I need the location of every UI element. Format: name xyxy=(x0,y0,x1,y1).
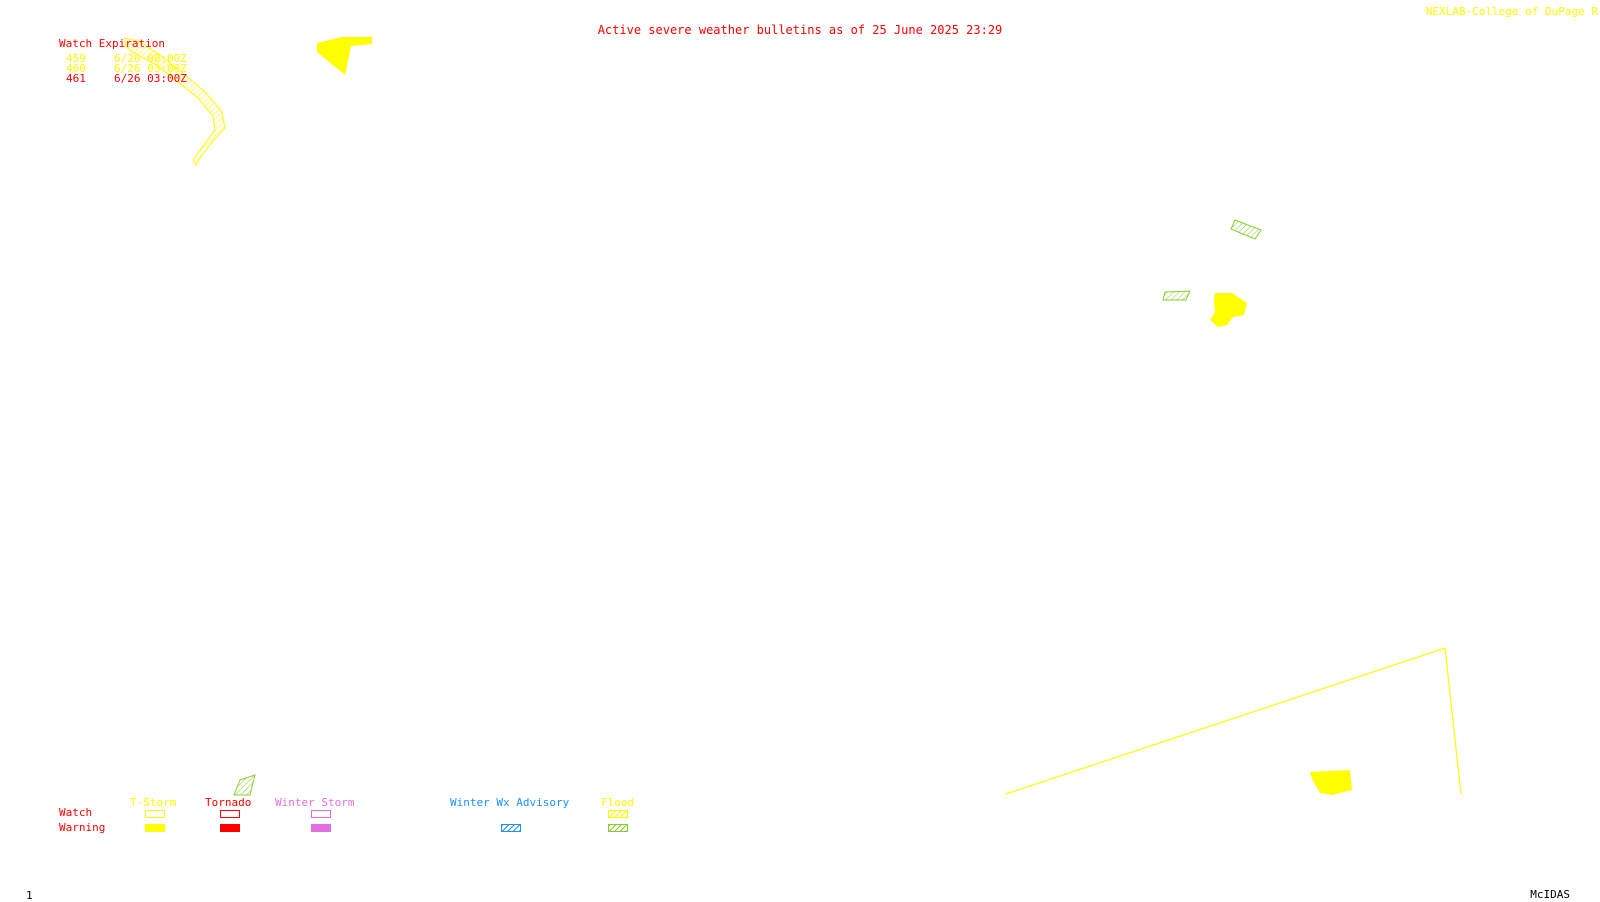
tstorm-watch-outline xyxy=(1005,647,1462,795)
watch-id: 460 xyxy=(66,62,86,75)
flood-watch-area xyxy=(124,37,226,166)
tornado-watch-swatch xyxy=(220,810,240,818)
flood-warning-polygon xyxy=(1162,290,1191,301)
watch-expiration-time: 6/26 03:00Z xyxy=(114,72,187,85)
tstorm-watch-swatch xyxy=(145,810,165,818)
watch-expiration-time: 6/26 03:00Z xyxy=(114,62,187,75)
tstorm-warning-polygon xyxy=(317,37,372,75)
software-label: McIDAS xyxy=(1530,888,1570,901)
tstorm-warning-polygon xyxy=(1310,770,1352,795)
legend-warning-label: Warning xyxy=(59,821,106,834)
watch-id: 461 xyxy=(66,72,86,85)
tornado-warning-swatch xyxy=(220,824,240,832)
bulletin-title: Active severe weather bulletins as of 25… xyxy=(597,23,1003,37)
flood-warning-polygon xyxy=(1230,219,1262,240)
legend-watch-label: Watch xyxy=(59,806,93,819)
winter-storm-watch-swatch xyxy=(311,810,331,818)
legend-tstorm-label: T-Storm xyxy=(130,796,177,809)
flood-watch-swatch xyxy=(608,810,628,818)
tstorm-warning-swatch xyxy=(145,824,165,832)
credit-text: NEXLAB-College of DuPage R xyxy=(1425,5,1598,18)
legend-flood-label: Flood xyxy=(601,796,635,809)
watch-expiration-heading: Watch Expiration xyxy=(59,37,165,50)
legend-winter-advisory-label: Winter Wx Advisory xyxy=(450,796,570,809)
watch-expiration-time: 6/26 00:00Z xyxy=(114,52,187,65)
flood-warning-polygon xyxy=(233,774,256,796)
flood-warning-swatch xyxy=(608,824,628,832)
winter-storm-warning-swatch xyxy=(311,824,331,832)
legend-tornado-label: Tornado xyxy=(205,796,252,809)
legend-winter-storm-label: Winter Storm xyxy=(275,796,355,809)
frame-number: 1 xyxy=(26,889,33,902)
tstorm-warning-polygon xyxy=(1210,293,1247,327)
winter-advisory-swatch xyxy=(501,824,521,832)
watch-id: 459 xyxy=(66,52,86,65)
